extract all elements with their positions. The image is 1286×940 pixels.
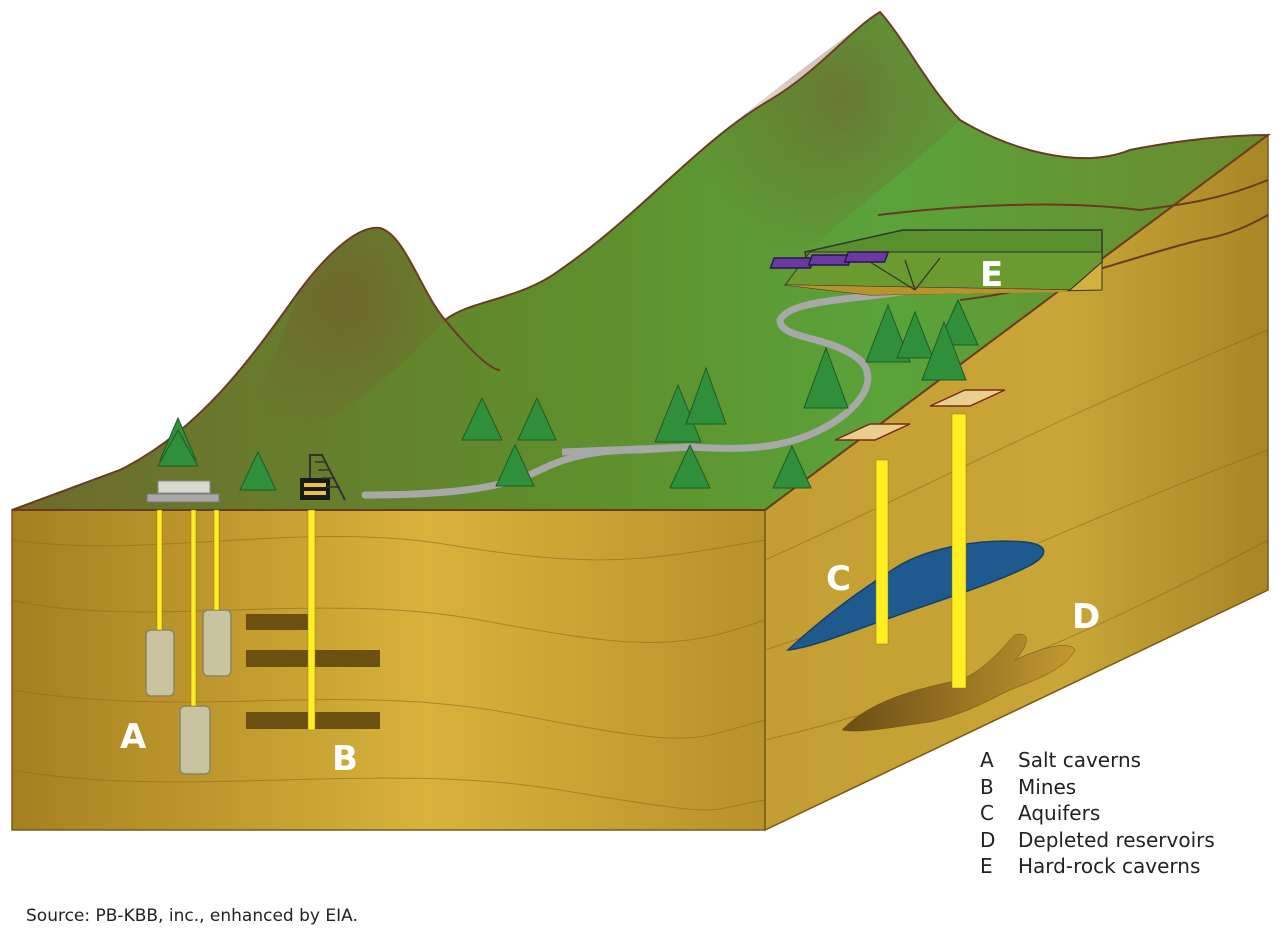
salt-caverns (145, 509, 232, 775)
tree-icon (803, 346, 849, 409)
tree-icon (461, 396, 503, 441)
tree-icon (517, 396, 557, 441)
depleted-reservoir-well-pipe (951, 413, 967, 689)
tree-icon (772, 444, 812, 489)
access-road (361, 286, 922, 499)
well-pipe (190, 509, 197, 707)
hard-rock-cavern-block (769, 229, 1103, 296)
depleted-reservoir (841, 413, 1076, 732)
salt-cavern-2 (202, 609, 232, 677)
legend-text: Hard-rock caverns (1018, 854, 1201, 878)
salt-cavern-1 (145, 629, 175, 697)
tree-icon (157, 416, 199, 467)
mountain-surface (11, 10, 1272, 511)
legend-item-salt-caverns: A Salt caverns (980, 747, 1215, 774)
mine-tunnel (246, 614, 308, 630)
mine-headframe (300, 454, 346, 501)
salt-cavern-surface-facility (146, 480, 220, 503)
aquifer-well-pipe (875, 459, 889, 645)
legend-item-aquifers: C Aquifers (980, 800, 1215, 827)
aquifer (785, 459, 1045, 651)
tree-icon (685, 366, 727, 425)
legend-item-depleted-reservoirs: D Depleted reservoirs (980, 827, 1215, 854)
legend-item-mines: B Mines (980, 774, 1215, 801)
legend-text: Mines (1018, 774, 1077, 799)
soil-front-face (11, 509, 766, 831)
well-pipe (213, 509, 220, 611)
well-pipe (156, 509, 163, 631)
road-spur (561, 443, 691, 456)
tree-icon (865, 303, 911, 363)
mines (246, 509, 380, 731)
legend-letter: A (980, 748, 994, 772)
legend-text: Salt caverns (1018, 748, 1142, 772)
aquifer-well-pad (834, 423, 911, 441)
tree-icon (239, 450, 277, 491)
tree-icon (495, 443, 535, 487)
legend-text: Depleted reservoirs (1018, 827, 1215, 852)
label-b: B (332, 739, 358, 779)
legend-letter: C (980, 801, 994, 825)
legend-item-hard-rock-caverns: E Hard-rock caverns (980, 853, 1215, 880)
legend-letter: E (980, 854, 993, 878)
legend-text: Aquifers (1018, 801, 1101, 825)
salt-cavern-3 (179, 705, 211, 775)
legend: A Salt caverns B Mines C Aquifers D Depleted… (980, 747, 1215, 880)
tree-icon (896, 310, 934, 359)
label-a: A (120, 717, 147, 757)
label-e: E (980, 255, 1003, 295)
label-c: C (826, 559, 851, 599)
mine-shaft (307, 509, 316, 731)
trees (157, 298, 979, 491)
tree-icon (669, 443, 711, 489)
label-d: D (1072, 597, 1100, 637)
legend-letter: B (980, 774, 994, 799)
source-credit: Source: PB-KBB, inc., enhanced by EIA. (26, 906, 358, 926)
depleted-reservoir-well-pad (929, 389, 1006, 407)
legend-letter: D (980, 827, 996, 852)
tree-icon (921, 320, 967, 381)
